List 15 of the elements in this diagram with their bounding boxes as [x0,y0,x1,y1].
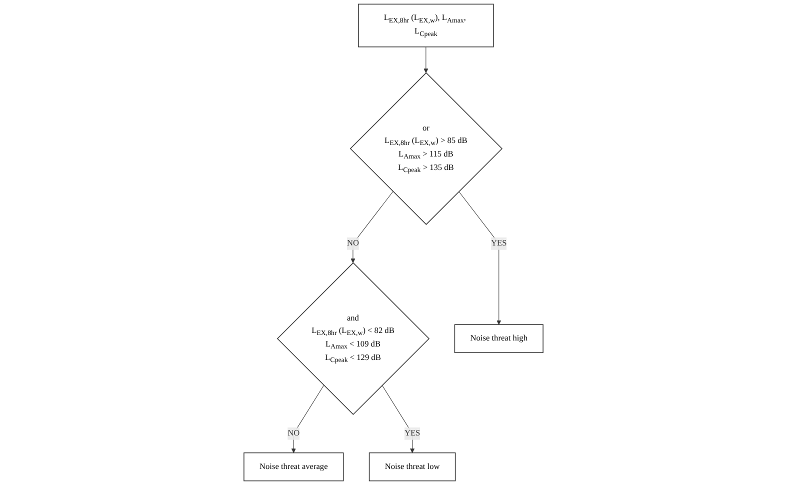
arrow [382,385,415,454]
arrow [350,191,394,264]
node-diamond: and L$_{EX,8hr}$ (L$_{EX,w}$) < 82 dB L$_{Amax}$ < 109 dB L$_{Cpeak}$ < 129 dB [276,262,430,415]
node-box: Noise threat high [454,324,544,354]
edge-label: NO [288,428,300,438]
node-box: L$_{EX,8hr}$ (L$_{EX,w}$), L$_{Amax}$, L$_{Cpeak}$ [358,4,494,48]
node-diamond: or L$_{EX,8hr}$ (L$_{EX,w}$) > 85 dB L$_{Amax}$ > 115 dB L$_{Cpeak}$ > 135 dB [350,72,503,225]
arrow [424,46,428,74]
edge-label: YES [404,428,420,438]
arrow [458,191,502,325]
arrow [291,385,324,454]
edge-label: YES [491,238,507,248]
node-box: Noise threat average [244,452,344,482]
edge-label: NO [346,238,359,248]
node-box: Noise threat low [368,452,456,482]
